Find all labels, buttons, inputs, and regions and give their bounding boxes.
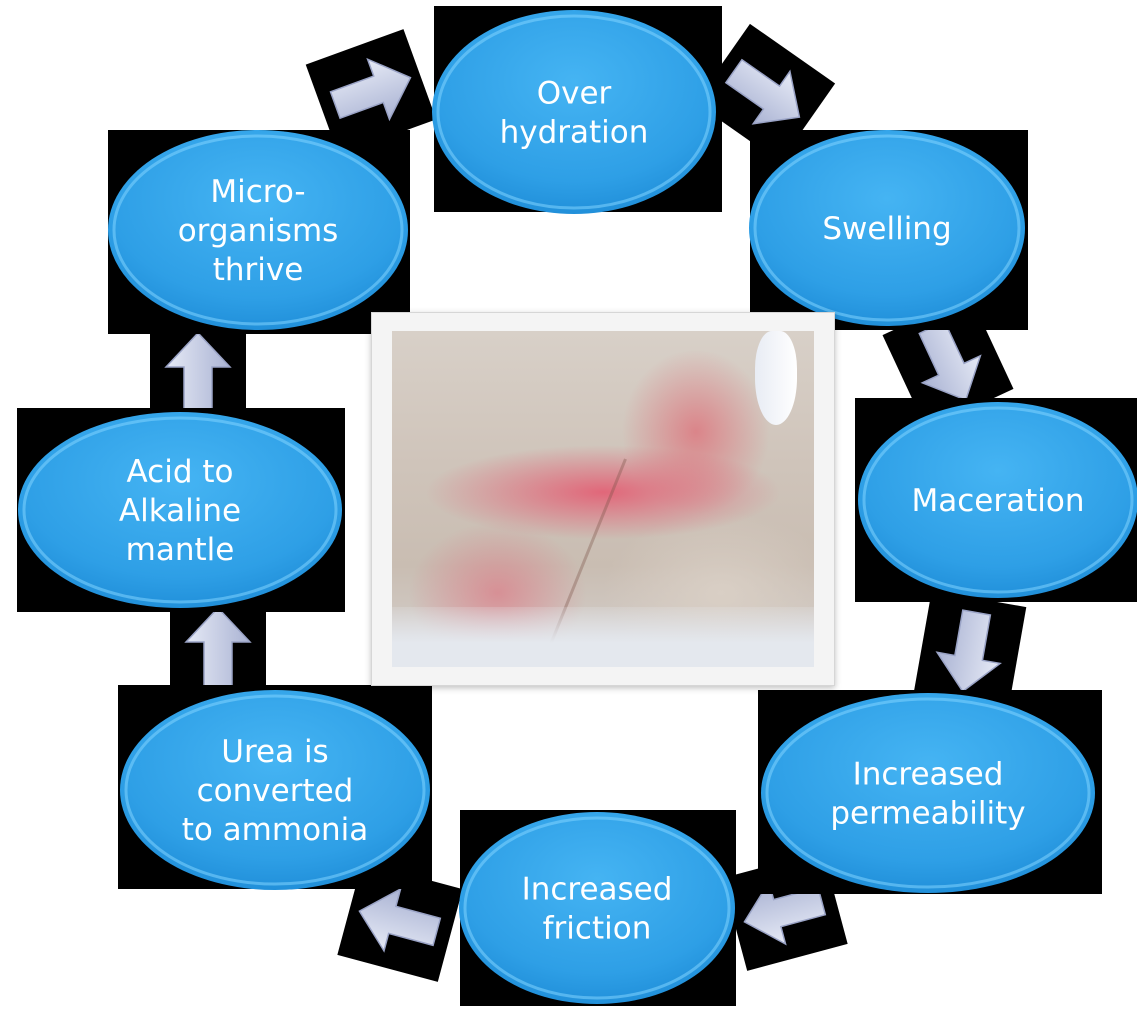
sheet-shape xyxy=(392,607,814,667)
node-label-line: Alkaline xyxy=(119,493,241,529)
node-label-line: permeability xyxy=(830,796,1025,832)
node-label-line: mantle xyxy=(126,532,235,568)
skin-rash-photo xyxy=(371,312,835,686)
node-ellipse xyxy=(459,812,735,1004)
node-label-line: Increased xyxy=(522,872,673,908)
node-increased-friction: Increasedfriction xyxy=(459,810,736,1006)
node-label-line: Urea is xyxy=(221,734,328,770)
node-swelling: Swelling xyxy=(749,130,1028,330)
node-label-line: hydration xyxy=(500,115,649,151)
node-label-line: Acid to xyxy=(127,454,234,490)
glove-shape xyxy=(755,331,797,425)
node-over-hydration: Overhydration xyxy=(432,6,722,214)
node-label-line: converted xyxy=(197,773,354,809)
node-micro-organisms-thrive: Micro-organismsthrive xyxy=(108,130,410,334)
node-label-line: thrive xyxy=(213,252,304,288)
node-label-line: to ammonia xyxy=(182,812,369,848)
skin-rash-photo-image xyxy=(392,331,814,667)
node-ellipse xyxy=(432,10,716,214)
node-urea-converted: Urea isconvertedto ammonia xyxy=(118,685,432,890)
node-label-line: Increased xyxy=(853,757,1004,793)
node-label-line: Micro- xyxy=(210,174,305,210)
node-ellipse xyxy=(761,693,1095,893)
node-label-line: Maceration xyxy=(912,483,1085,519)
node-increased-permeability: Increasedpermeability xyxy=(758,690,1102,894)
node-acid-to-alkaline: Acid toAlkalinemantle xyxy=(17,408,345,612)
node-label-line: organisms xyxy=(178,213,339,249)
node-label-line: Swelling xyxy=(822,211,951,247)
node-label-line: Over xyxy=(537,76,612,112)
node-label-line: friction xyxy=(543,911,652,947)
node-maceration: Maceration xyxy=(855,398,1137,602)
